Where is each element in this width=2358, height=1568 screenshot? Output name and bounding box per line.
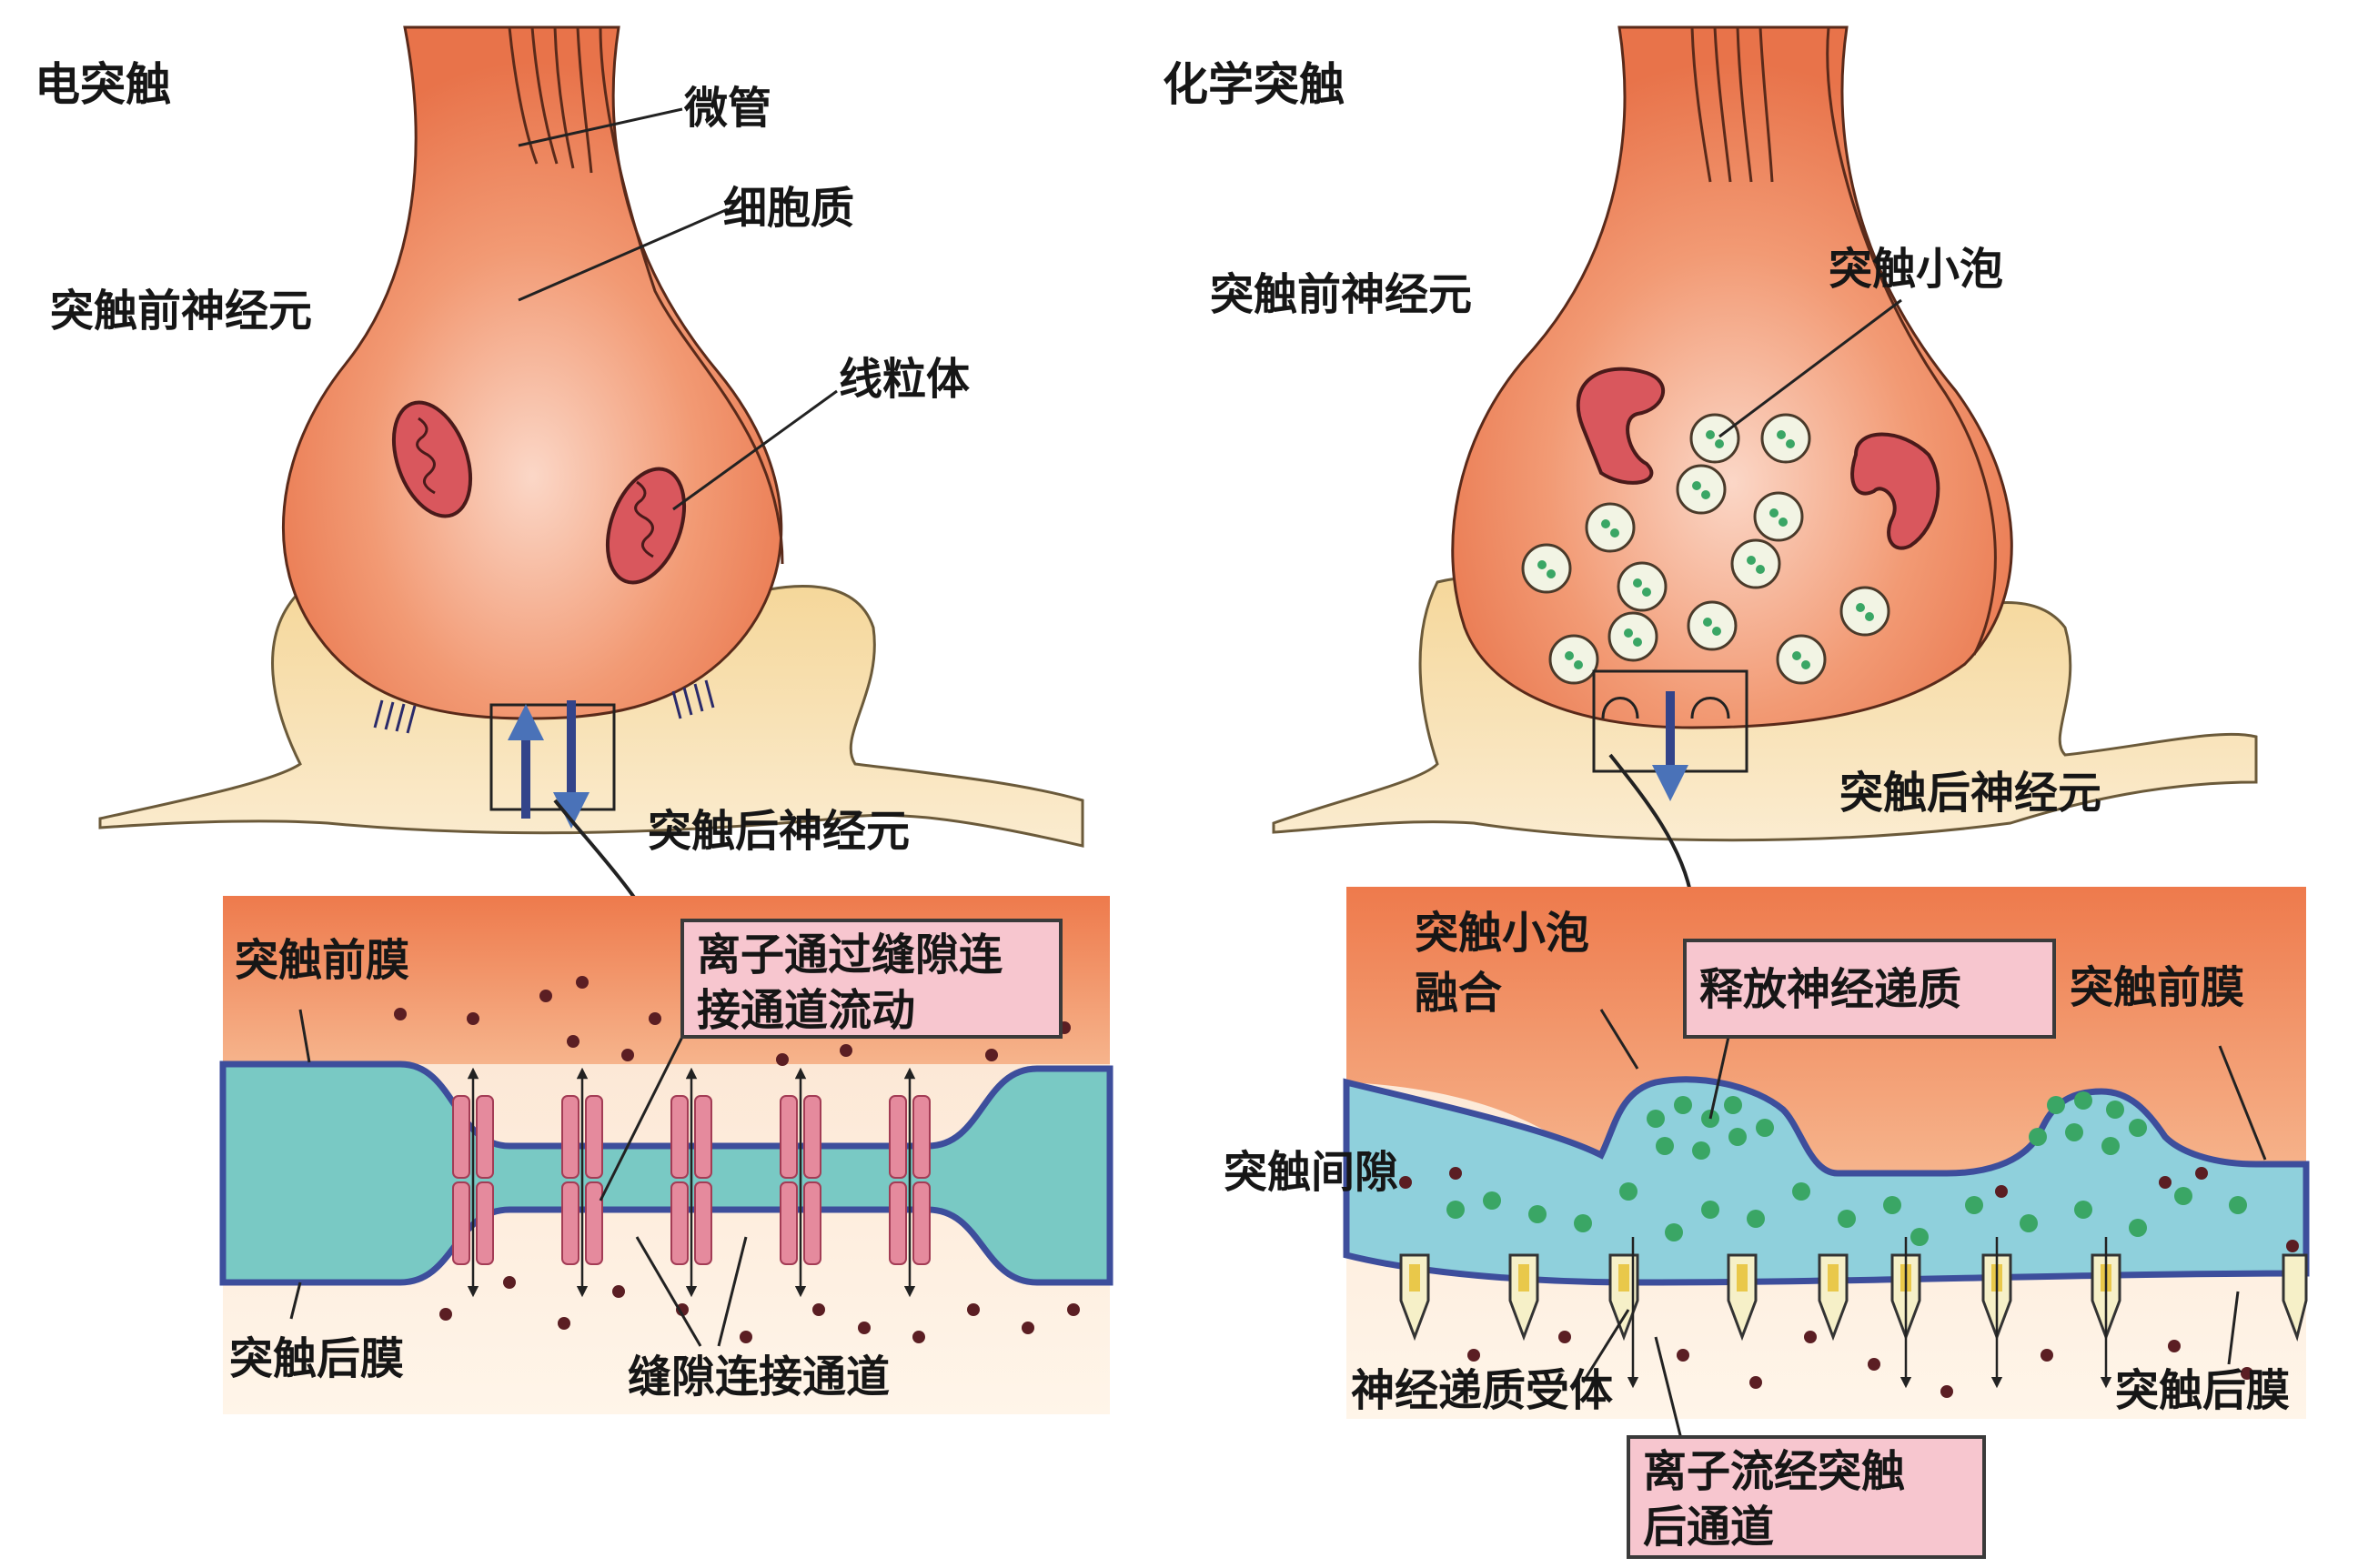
mitochondrion <box>1576 367 1666 485</box>
label-receptor: 神经递质受体 <box>1351 1365 1614 1416</box>
right-panel-leaders <box>1581 1009 2267 1447</box>
label-gap-junction-channel: 缝隙连接通道 <box>628 1352 891 1402</box>
ion-flow-callout-line1: 离子通过缝隙连 <box>697 930 1003 980</box>
label-vesicle-fusion-2: 融合 <box>1415 968 1503 1019</box>
right-microtubule-lines <box>1690 26 1997 656</box>
label-postsynaptic-neuron-right: 突触后神经元 <box>1839 768 2102 819</box>
mitochondrion <box>605 467 687 585</box>
mitochondrion <box>1850 432 1940 550</box>
label-microtubule: 微管 <box>684 83 772 134</box>
label-vesicle: 突触小泡 <box>1829 244 2004 295</box>
label-presynaptic-neuron-left: 突触前神经元 <box>50 286 313 337</box>
label-mitochondria: 线粒体 <box>839 354 971 405</box>
electrical-synapse <box>98 25 1114 1414</box>
label-cytoplasm: 细胞质 <box>723 183 855 234</box>
ion-flow-arrows <box>467 1067 916 1298</box>
right-title: 化学突触 <box>1163 58 1345 111</box>
label-postsynaptic-membrane-left: 突触后膜 <box>229 1333 405 1384</box>
gap-junction-channels <box>452 1095 931 1265</box>
label-presynaptic-membrane-left: 突触前膜 <box>235 935 410 986</box>
ion-channel-callout: 离子流经突触 后通道 <box>1627 1435 1986 1559</box>
right-top-leaders <box>1718 298 1902 438</box>
ion-channel-callout-line1: 离子流经突触 <box>1643 1446 1906 1497</box>
ion-flow-arrows <box>1627 1237 2112 1389</box>
label-synaptic-cleft: 突触间隙 <box>1224 1147 1399 1198</box>
ion-flow-callout-line2: 接通道流动 <box>697 985 916 1037</box>
receptor-cores <box>1409 1264 2111 1292</box>
right-presynaptic-neuron <box>1451 25 2013 729</box>
left-top-leaders <box>518 107 838 511</box>
label-postsynaptic-neuron-left: 突触后神经元 <box>648 806 911 857</box>
release-callout: 释放神经递质 <box>1683 939 2056 1039</box>
ion-flow-callout: 离子通过缝隙连 接通道流动 <box>680 919 1063 1039</box>
ion-channel-callout-line2: 后通道 <box>1643 1502 1775 1553</box>
label-presynaptic-membrane-right: 突触前膜 <box>2070 962 2245 1013</box>
ions <box>1399 1167 2299 1398</box>
gap-junction-marks <box>373 679 715 734</box>
synaptic-vesicles <box>1521 413 1890 685</box>
label-presynaptic-neuron-right: 突触前神经元 <box>1210 269 1473 320</box>
neurotransmitters <box>1446 1091 2247 1246</box>
mitochondrion <box>391 400 473 518</box>
label-postsynaptic-membrane-right: 突触后膜 <box>2115 1365 2291 1416</box>
left-title: 电突触 <box>35 58 171 111</box>
left-panel-leaders <box>289 1009 748 1347</box>
microtubule-lines <box>508 26 784 565</box>
label-vesicle-fusion-1: 突触小泡 <box>1415 908 1590 959</box>
chemical-synapse <box>1272 25 2310 1447</box>
vesicle-contents <box>1537 430 1874 669</box>
right-zoom-pointer <box>1608 753 1694 901</box>
left-zoom-box <box>489 703 616 811</box>
